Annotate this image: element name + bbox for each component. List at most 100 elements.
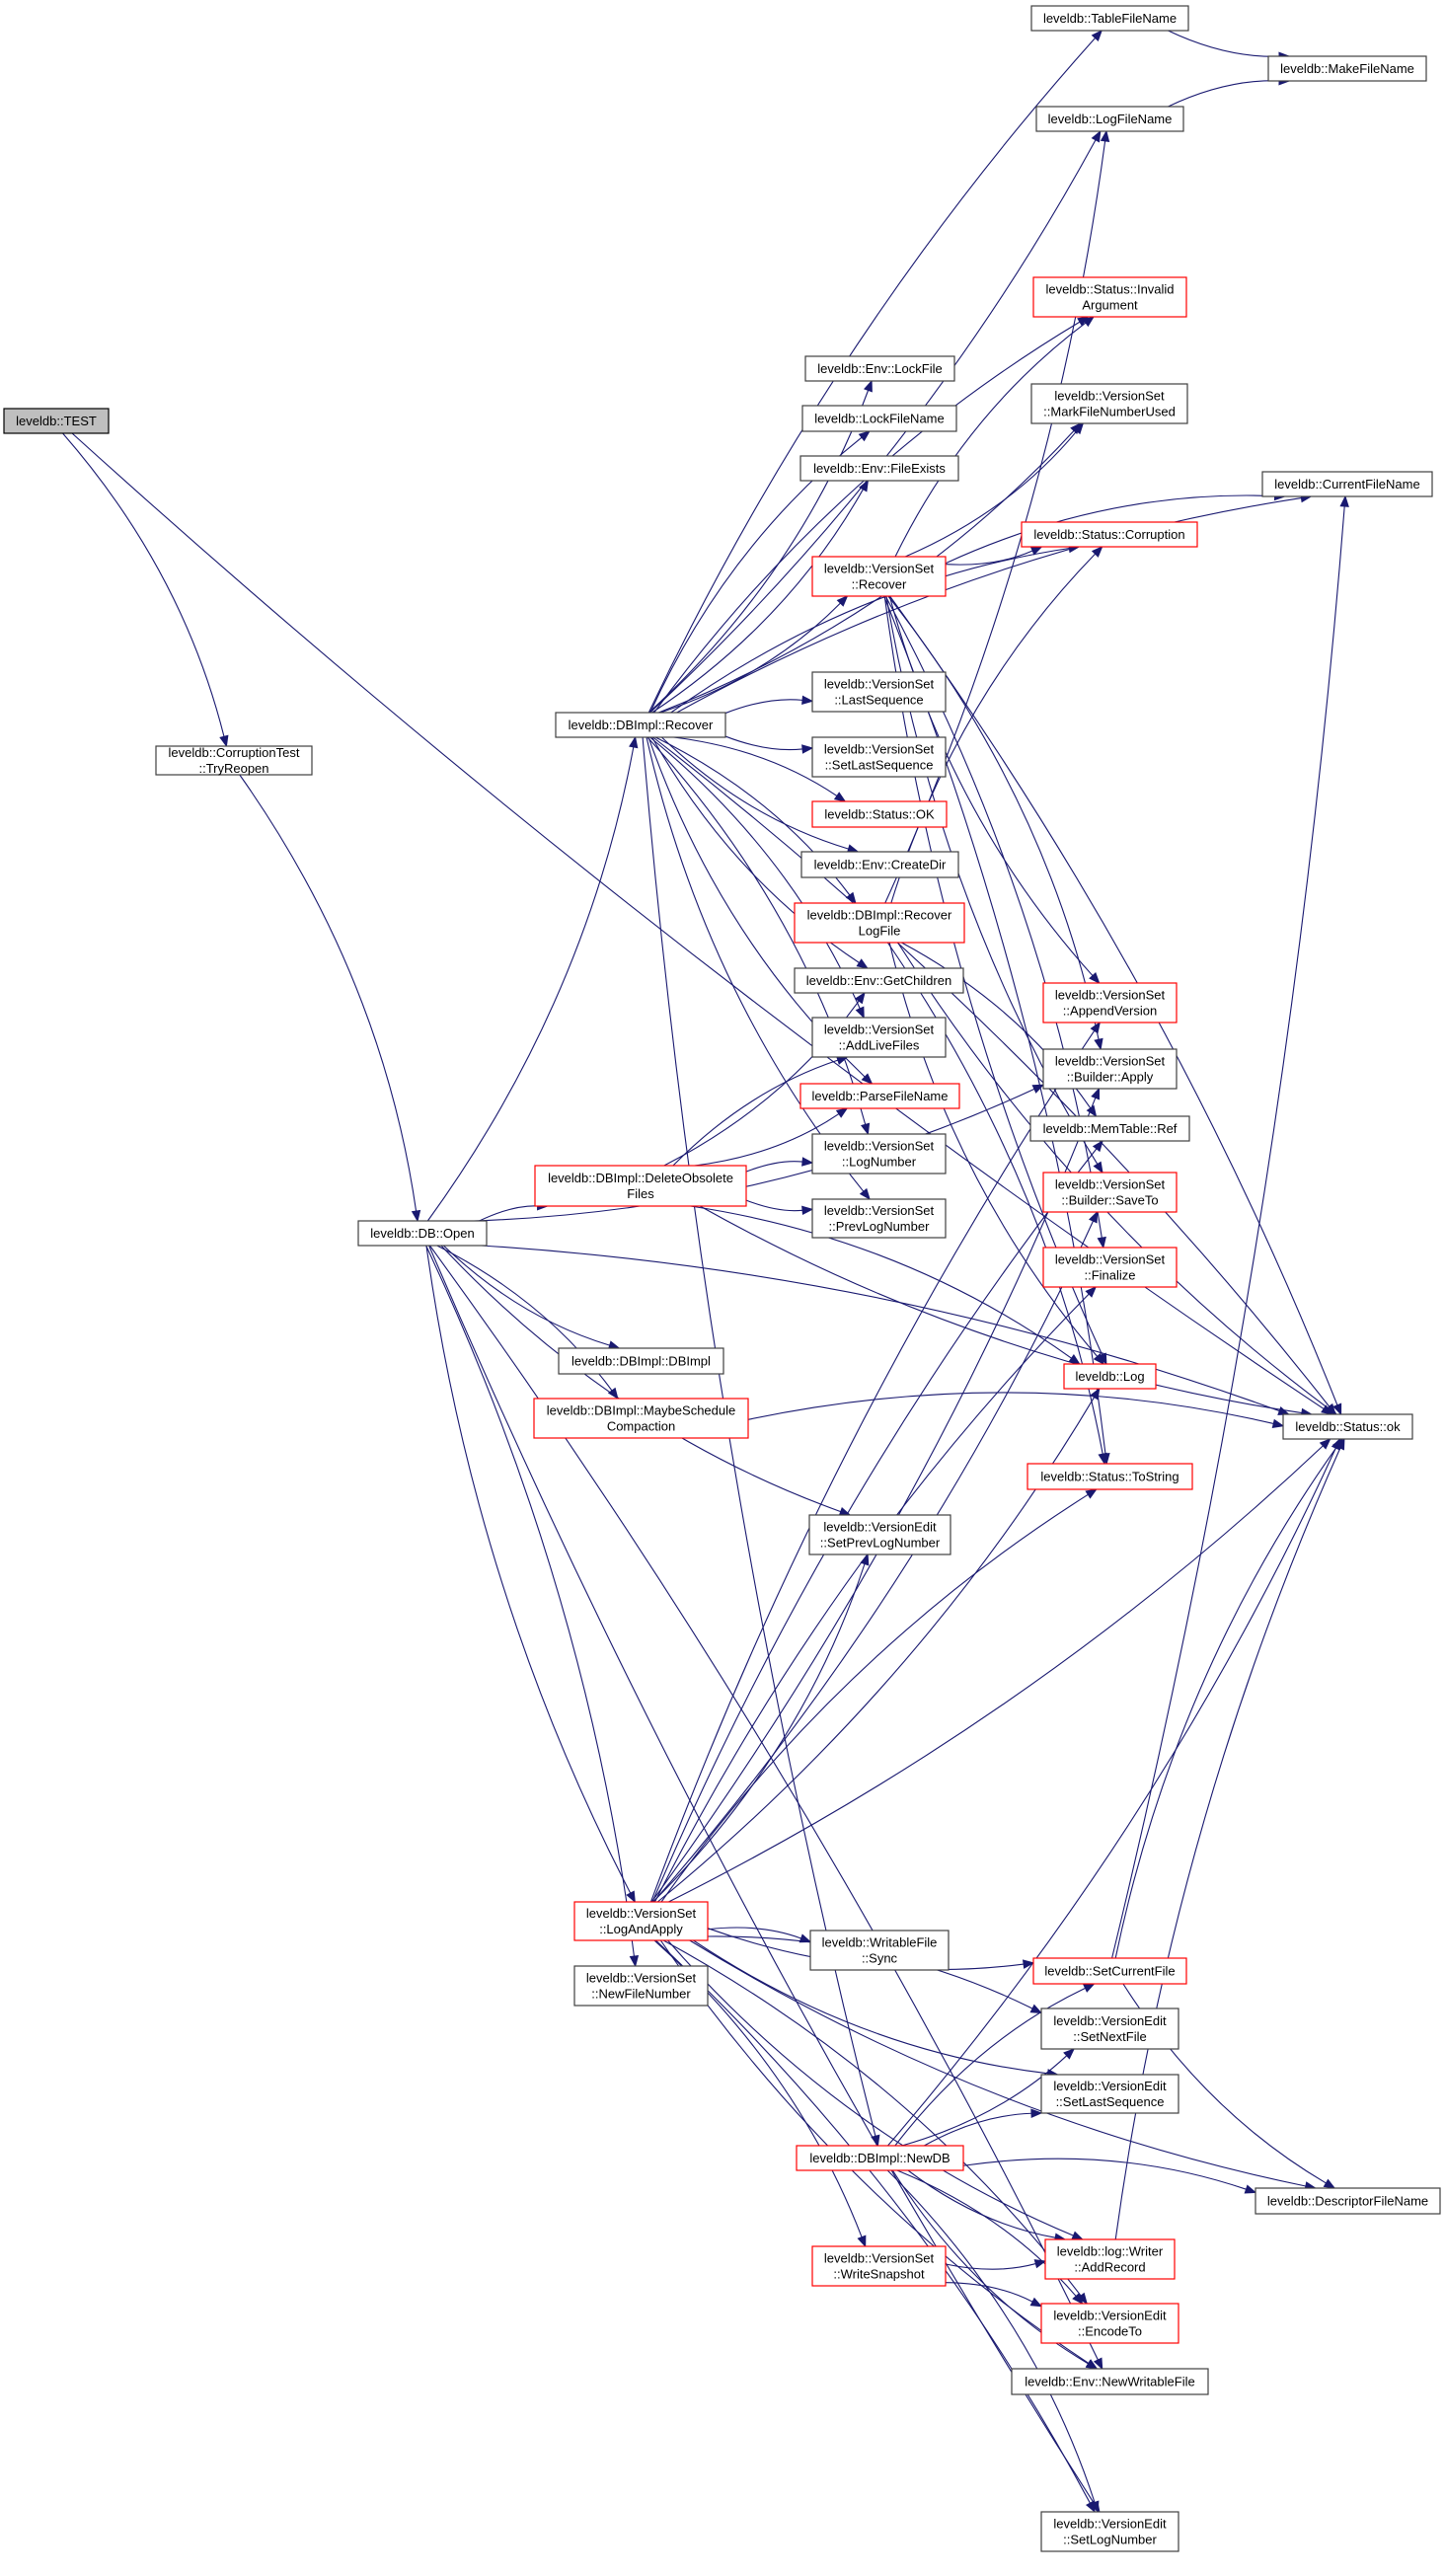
node-createdir[interactable]: leveldb::Env::CreateDir bbox=[800, 851, 959, 878]
node-label: Argument bbox=[1082, 298, 1138, 313]
node-tostring[interactable]: leveldb::Status::ToString bbox=[1027, 1463, 1193, 1490]
node-tablefilename[interactable]: leveldb::TableFileName bbox=[1030, 5, 1189, 32]
node-descriptorfilename[interactable]: leveldb::DescriptorFileName bbox=[1255, 2187, 1441, 2215]
node-setlognumber[interactable]: leveldb::VersionEdit::SetLogNumber bbox=[1040, 2511, 1179, 2552]
node-logfilename[interactable]: leveldb::LogFileName bbox=[1035, 106, 1184, 132]
edge-deleteobsolete-to-log bbox=[690, 1205, 1081, 1365]
nodes-layer: leveldb::TESTleveldb::CorruptionTest::Tr… bbox=[3, 5, 1441, 2552]
arrowhead-icon bbox=[855, 1006, 865, 1020]
arrowhead-icon bbox=[1093, 1352, 1105, 1366]
node-dbopen[interactable]: leveldb::DB::Open bbox=[357, 1220, 488, 1247]
arrowhead-icon bbox=[1077, 2292, 1089, 2306]
node-vsrecover[interactable]: leveldb::VersionSet::Recover bbox=[811, 556, 947, 597]
node-lognumber[interactable]: leveldb::VersionSet::LogNumber bbox=[811, 1133, 947, 1174]
edge-line bbox=[745, 1161, 803, 1173]
edge-addrecord-to-statusokmethod bbox=[1114, 1437, 1345, 2240]
node-parsefilename[interactable]: leveldb::ParseFileName bbox=[799, 1083, 960, 1109]
node-dbimpl[interactable]: leveldb::DBImpl::DBImpl bbox=[558, 1347, 724, 1375]
node-label: ::AddLiveFiles bbox=[839, 1038, 920, 1053]
edge-line bbox=[1114, 1446, 1337, 1959]
edge-line bbox=[945, 2282, 1033, 2303]
node-makefilename[interactable]: leveldb::MakeFileName bbox=[1267, 55, 1427, 82]
arrowhead-icon bbox=[861, 1073, 874, 1085]
node-setcurrentfile[interactable]: leveldb::SetCurrentFile bbox=[1032, 1957, 1187, 1985]
arrowhead-icon bbox=[1339, 494, 1349, 507]
node-label: ::AppendVersion bbox=[1063, 1004, 1157, 1019]
arrowhead-icon bbox=[864, 379, 873, 393]
edge-line bbox=[429, 1245, 1099, 2361]
node-newdb[interactable]: leveldb::DBImpl::NewDB bbox=[796, 2145, 964, 2171]
node-builderapply[interactable]: leveldb::VersionSet::Builder::Apply bbox=[1042, 1048, 1178, 1090]
edge-line bbox=[661, 736, 849, 850]
node-setprevlognumber[interactable]: leveldb::VersionEdit::SetPrevLogNumber bbox=[808, 1514, 951, 1555]
edge-line bbox=[479, 1205, 538, 1222]
node-addlivefiles[interactable]: leveldb::VersionSet::AddLiveFiles bbox=[811, 1017, 947, 1058]
node-label: leveldb::log::Writer bbox=[1057, 2244, 1164, 2259]
node-label: leveldb::Log bbox=[1075, 1369, 1144, 1384]
node-encodeto[interactable]: leveldb::VersionEdit::EncodeTo bbox=[1040, 2303, 1179, 2344]
node-box bbox=[811, 1133, 947, 1174]
node-addrecord[interactable]: leveldb::log::Writer::AddRecord bbox=[1044, 2238, 1176, 2280]
node-setlastsequence[interactable]: leveldb::VersionSet::SetLastSequence bbox=[811, 736, 947, 778]
edge-line bbox=[945, 2263, 1036, 2270]
node-lockfile[interactable]: leveldb::Env::LockFile bbox=[804, 355, 955, 382]
edge-dbopen-to-newwritablefile bbox=[429, 1245, 1103, 2371]
node-appendversion[interactable]: leveldb::VersionSet::AppendVersion bbox=[1042, 982, 1178, 1023]
edge-dbopen-to-newfilenumber bbox=[425, 1245, 640, 1968]
node-logandapply[interactable]: leveldb::VersionSet::LogAndApply bbox=[573, 1901, 709, 1941]
node-statusokmethod[interactable]: leveldb::Status::ok bbox=[1282, 1413, 1413, 1440]
node-log[interactable]: leveldb::Log bbox=[1063, 1363, 1157, 1390]
node-buildersaveto[interactable]: leveldb::VersionSet::Builder::SaveTo bbox=[1042, 1172, 1178, 1213]
edge-dbimplrecover-to-vsrecover bbox=[659, 595, 849, 714]
edge-logandapply-to-builderapply bbox=[650, 1087, 1101, 1903]
node-label: leveldb::LockFileName bbox=[814, 412, 945, 426]
node-newwritablefile[interactable]: leveldb::Env::NewWritableFile bbox=[1011, 2368, 1209, 2395]
node-writablesync[interactable]: leveldb::WritableFile::Sync bbox=[809, 1930, 950, 1971]
node-vesetlastsequence[interactable]: leveldb::VersionEdit::SetLastSequence bbox=[1040, 2074, 1179, 2114]
node-box bbox=[794, 902, 965, 944]
node-setnextfile[interactable]: leveldb::VersionEdit::SetNextFile bbox=[1040, 2008, 1179, 2050]
node-lockfilename[interactable]: leveldb::LockFileName bbox=[801, 405, 957, 432]
arrowhead-icon bbox=[1093, 2357, 1103, 2371]
node-label: leveldb::Env::FileExists bbox=[813, 461, 946, 476]
node-memtableref[interactable]: leveldb::MemTable::Ref bbox=[1029, 1115, 1190, 1142]
arrowhead-icon bbox=[1029, 2004, 1043, 2014]
node-corruption[interactable]: leveldb::Status::Corruption bbox=[1021, 521, 1198, 548]
arrowhead-icon bbox=[1085, 1488, 1098, 1499]
node-getchildren[interactable]: leveldb::Env::GetChildren bbox=[794, 967, 964, 994]
node-box bbox=[1044, 2238, 1176, 2280]
node-label: leveldb::Status::Corruption bbox=[1033, 527, 1184, 542]
edge-line bbox=[425, 1245, 635, 1957]
node-label: leveldb::DBImpl::MaybeSchedule bbox=[547, 1403, 736, 1418]
node-box bbox=[1042, 1247, 1178, 1288]
edge-line bbox=[425, 1245, 632, 1894]
node-tryreopen[interactable]: leveldb::CorruptionTest::TryReopen bbox=[155, 745, 313, 776]
edge-deleteobsolete-to-parsefilename bbox=[694, 1107, 849, 1167]
node-newfilenumber[interactable]: leveldb::VersionSet::NewFileNumber bbox=[573, 1965, 709, 2007]
edge-line bbox=[894, 1987, 1086, 2147]
node-label: leveldb::TEST bbox=[16, 414, 97, 428]
node-currentfilename[interactable]: leveldb::CurrentFileName bbox=[1261, 471, 1433, 497]
node-box bbox=[796, 2145, 964, 2171]
node-label: leveldb::WritableFile bbox=[822, 1935, 938, 1950]
edge-line bbox=[707, 1927, 801, 1939]
node-box bbox=[534, 1165, 747, 1207]
node-prevlognumber[interactable]: leveldb::VersionSet::PrevLogNumber bbox=[811, 1198, 947, 1239]
edge-line bbox=[651, 1148, 1098, 1903]
node-test[interactable]: leveldb::TEST bbox=[3, 408, 110, 434]
node-finalize[interactable]: leveldb::VersionSet::Finalize bbox=[1042, 1247, 1178, 1288]
node-label: ::Builder::SaveTo bbox=[1061, 1193, 1158, 1208]
node-writesnapshot[interactable]: leveldb::VersionSet::WriteSnapshot bbox=[811, 2245, 947, 2287]
node-markfilenumberused[interactable]: leveldb::VersionSet::MarkFileNumberUsed bbox=[1030, 383, 1188, 424]
edge-dbimplrecover-to-statusok bbox=[673, 736, 847, 802]
node-dbimplrecover[interactable]: leveldb::DBImpl::Recover bbox=[555, 712, 726, 738]
node-box bbox=[3, 408, 110, 434]
node-statusok[interactable]: leveldb::Status::OK bbox=[811, 800, 948, 828]
node-fileexists[interactable]: leveldb::Env::FileExists bbox=[799, 455, 959, 482]
node-lastsequence[interactable]: leveldb::VersionSet::LastSequence bbox=[811, 671, 947, 713]
edge-line bbox=[745, 1199, 803, 1212]
